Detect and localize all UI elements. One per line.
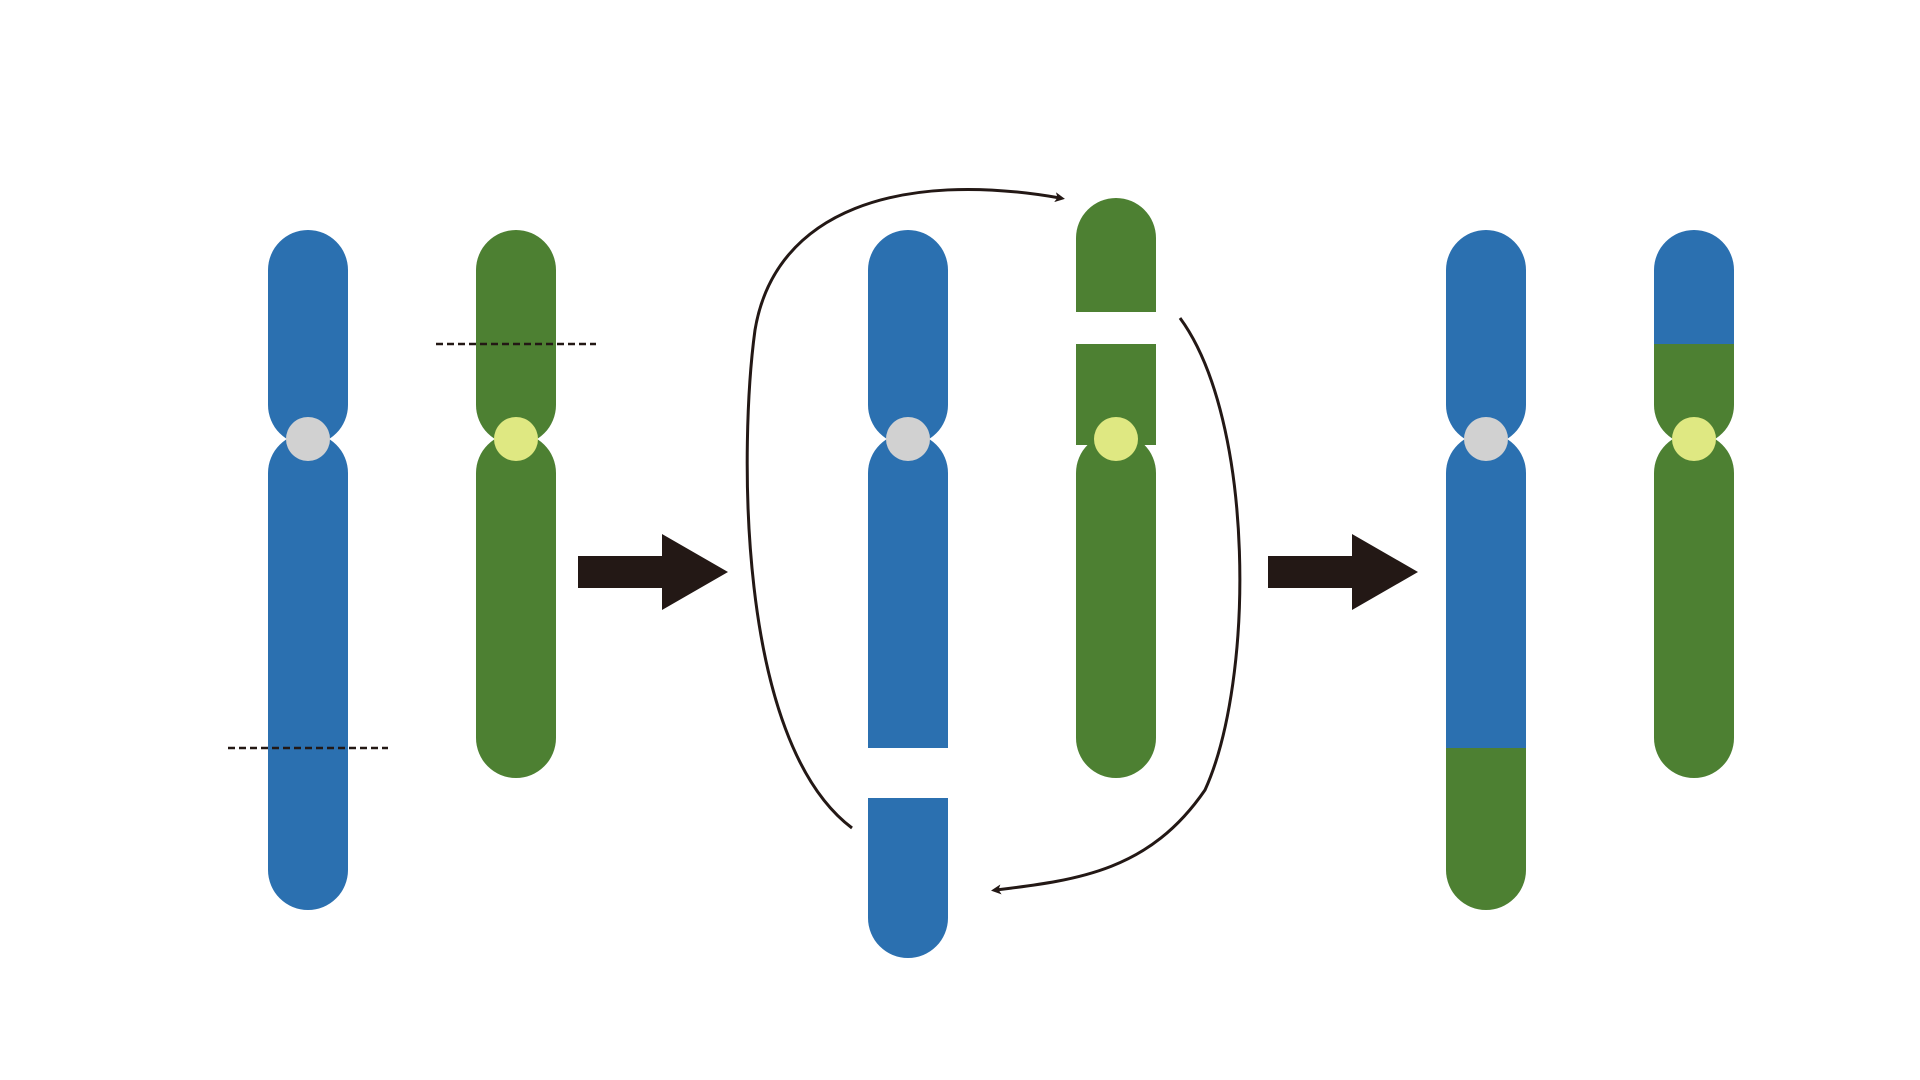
chromosome-b-short-arm (476, 230, 556, 445)
stage-original (228, 230, 596, 910)
chromosome-b-long-arm (476, 433, 556, 778)
chromosome-a-detached-fragment (868, 798, 948, 958)
chromosome-b-centromere (494, 417, 538, 461)
curved-arrow-icon (745, 187, 1065, 830)
stage-break (745, 187, 1242, 958)
stage-translocated (1446, 230, 1734, 910)
chromosome-b-long-arm (1076, 433, 1156, 778)
derivative-b-centromere (1672, 417, 1716, 461)
right-arrow-icon (578, 534, 728, 610)
chromosome-a-long-arm (268, 433, 348, 910)
translocated-blue-segment (1654, 230, 1734, 344)
right-arrow-icon (1268, 534, 1418, 610)
derivative-a-long-arm (1446, 433, 1526, 910)
chromosome-b (436, 230, 596, 778)
chromosome-b-detached-fragment (1076, 198, 1156, 312)
derivative-a-centromere (1464, 417, 1508, 461)
chromosome-b-broken (1076, 198, 1156, 778)
derivative-b-short-arm (1654, 230, 1734, 445)
translocated-green-segment (1446, 748, 1526, 910)
chromosome-a-centromere (286, 417, 330, 461)
chromosome-a-centromere (886, 417, 930, 461)
derivative-chromosome-a (1446, 230, 1526, 910)
chromosome-a-short-arm (268, 230, 348, 445)
chromosome-b-centromere (1094, 417, 1138, 461)
chromosome-a-long-arm-stub (868, 433, 948, 748)
chromosome-a-broken (868, 230, 948, 958)
chromosome-b-short-arm-stub (1076, 344, 1156, 445)
chromosome-a-short-arm (868, 230, 948, 445)
derivative-b-long-arm (1654, 433, 1734, 778)
derivative-a-short-arm (1446, 230, 1526, 445)
curved-arrow-icon (991, 317, 1242, 895)
chromosome-a (228, 230, 388, 910)
derivative-chromosome-b (1654, 230, 1734, 778)
